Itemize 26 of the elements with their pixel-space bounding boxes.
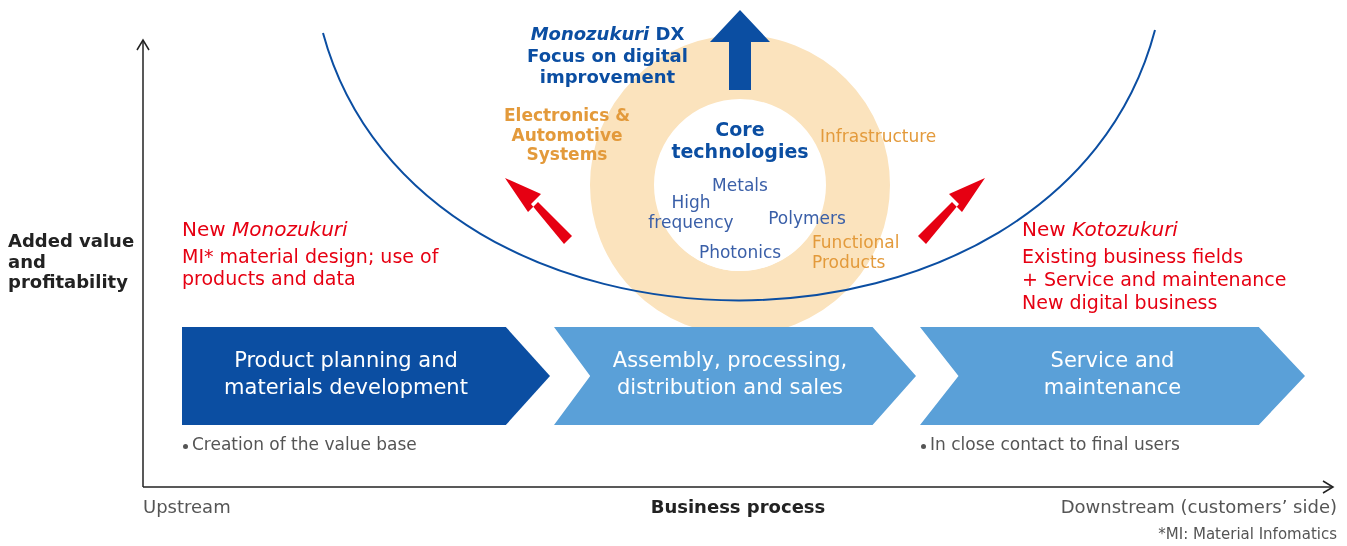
bullet-note: In close contact to final users <box>930 435 1181 455</box>
heading: New Monozukuri <box>182 218 349 241</box>
technology-label: Photonics <box>697 243 783 263</box>
heading: Focus on digital improvement <box>526 46 689 88</box>
process-label: Service and maintenance <box>1042 347 1183 402</box>
axis-title: Business process <box>649 497 827 518</box>
ring-label: Infrastructure <box>820 127 938 147</box>
axis-label: Upstream <box>143 497 232 518</box>
footnote: *MI: Material Infomatics <box>1157 526 1337 544</box>
bullet-note: Creation of the value base <box>192 435 418 455</box>
description: + Service and maintenance <box>1022 269 1288 291</box>
axis-title: Added value and profitability <box>8 231 136 294</box>
segment-label: Electronics & Automotive Systems <box>502 106 632 165</box>
axis-label: Downstream (customers’ side) <box>1059 497 1337 518</box>
process-label: Assembly, processing, distribution and sales <box>611 347 849 402</box>
heading: New Kotozukuri <box>1022 218 1179 241</box>
technology-label: Metals <box>711 176 769 196</box>
heading: Monozukuri DX <box>529 24 686 45</box>
ring-label: Functional Products <box>812 233 901 273</box>
technology-label: Polymers <box>767 209 847 229</box>
description: New digital business <box>1022 292 1219 314</box>
technology-label: High frequency <box>647 193 735 233</box>
description: Existing business fields <box>1022 246 1245 268</box>
description: MI* material design; use of products and data <box>182 246 440 290</box>
core-heading: Core technologies <box>670 119 810 163</box>
process-label: Product planning and materials development <box>223 347 469 402</box>
